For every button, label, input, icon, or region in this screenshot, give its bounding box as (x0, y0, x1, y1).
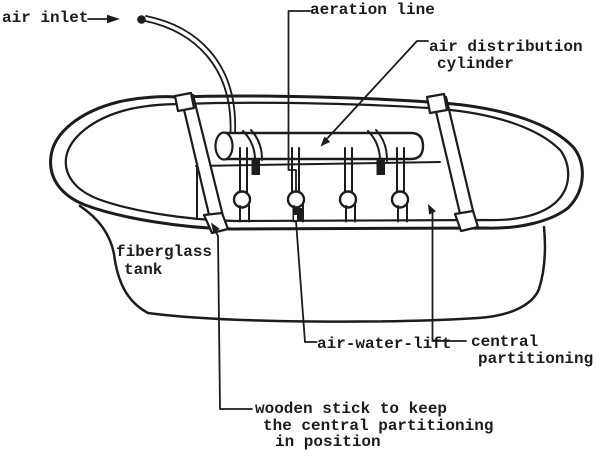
air-inlet-pipe-curve (144, 15, 236, 134)
central-partitioning-label-2: partitioning (478, 350, 594, 368)
air-water-lift-label: air-water-lift (317, 335, 452, 353)
right-strap (431, 95, 476, 220)
wooden-stick-label-1: wooden stick to keep (255, 400, 448, 418)
wooden-stick-label-2: the central partitioning (263, 417, 494, 435)
air-distribution-cylinder (214, 131, 425, 161)
right-strap-foot (453, 209, 480, 233)
fiberglass-tank-label: fiberglass (116, 243, 213, 261)
central-partition (195, 161, 441, 220)
air-distribution-leader (320, 40, 429, 147)
central-partitioning-label: central (471, 333, 539, 351)
air-inlet-label: air inlet (2, 9, 89, 27)
air-distribution-label: air distribution (429, 38, 583, 56)
leader-lines (87, 10, 467, 410)
tank-body-outline (78, 204, 547, 323)
fiberglass-tank-label-2: tank (124, 261, 163, 279)
left-strap-collar (173, 91, 196, 113)
tank-outline (49, 94, 584, 323)
central-partitioning-leader (428, 204, 467, 342)
pipe-clamps (242, 129, 388, 175)
lift-valve-detail (292, 208, 302, 220)
support-straps (173, 91, 480, 235)
left-strap (179, 93, 225, 221)
aeration-line-label: aeration line (310, 1, 435, 19)
aeration-line-leader (287, 10, 311, 192)
air-distribution-label-2: cylinder (437, 55, 514, 73)
right-strap-collar (425, 92, 449, 115)
wooden-stick-leader (211, 222, 253, 410)
air-inlet-arrow (87, 14, 146, 24)
wooden-stick-label-3: in position (275, 433, 381, 451)
air-water-lift-tubes (232, 190, 410, 223)
left-strap-foot (202, 211, 230, 235)
air-water-lift-leader (295, 220, 318, 343)
